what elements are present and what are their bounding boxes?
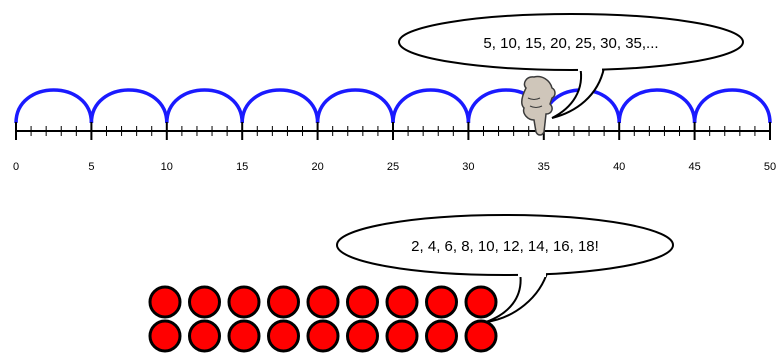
number-line: 0 5 10 15 20 25 30 35 40 45 50 <box>13 88 776 173</box>
tick-label: 25 <box>387 161 399 173</box>
number-line-ticks <box>15 122 771 140</box>
counter-dot <box>227 319 261 353</box>
counter-dot <box>425 319 458 353</box>
jump-arc <box>315 88 395 124</box>
counter-dot <box>346 285 379 319</box>
counter-dot <box>385 319 419 353</box>
counter-dot <box>267 319 300 353</box>
tick-label: 40 <box>613 161 625 173</box>
tick-label: 15 <box>236 161 248 173</box>
tick-label: 10 <box>161 161 173 173</box>
tick-label: 35 <box>538 161 550 173</box>
counter-dot <box>188 319 221 353</box>
counter-dot <box>148 319 182 353</box>
bubble-text: 5, 10, 15, 20, 25, 30, 35,... <box>483 35 658 52</box>
jump-arc <box>89 88 169 124</box>
bubble-tail <box>551 65 605 119</box>
jump-arc <box>165 88 244 124</box>
tick-label: 50 <box>764 161 776 173</box>
tick-label: 30 <box>462 161 474 173</box>
counter-dot <box>227 285 261 319</box>
counter-dot <box>425 285 458 319</box>
skip-count-by-5-bubble: 5, 10, 15, 20, 25, 30, 35,... <box>398 13 744 119</box>
tick-label: 45 <box>688 161 700 173</box>
jump-arc <box>692 88 772 124</box>
counter-dot <box>346 319 379 353</box>
jump-arc <box>240 88 320 124</box>
jump-arc <box>14 88 94 124</box>
dot-array <box>148 285 498 353</box>
bubble-body <box>398 13 744 71</box>
jump-arcs <box>14 88 772 124</box>
jump-arc <box>391 88 471 124</box>
bubble-body <box>336 214 674 276</box>
counter-dot <box>464 319 498 353</box>
counter-dot <box>306 319 340 353</box>
counter-dot <box>306 285 340 319</box>
counter-dot <box>464 285 498 319</box>
jump-arc <box>617 88 697 124</box>
pointing-hand-icon <box>521 75 556 136</box>
tick-label: 0 <box>13 161 19 173</box>
counter-dot <box>385 285 419 319</box>
tick-label: 20 <box>311 161 323 173</box>
skip-count-by-2-bubble: 2, 4, 6, 8, 10, 12, 14, 16, 18! <box>336 214 674 323</box>
number-line-labels: 0 5 10 15 20 25 30 35 40 45 50 <box>13 161 776 173</box>
counter-dot <box>148 285 182 319</box>
counter-dot <box>267 285 300 319</box>
counter-dot <box>188 285 221 319</box>
tick-label: 5 <box>88 161 94 173</box>
bubble-tail <box>485 269 549 323</box>
bubble-text: 2, 4, 6, 8, 10, 12, 14, 16, 18! <box>411 238 599 255</box>
